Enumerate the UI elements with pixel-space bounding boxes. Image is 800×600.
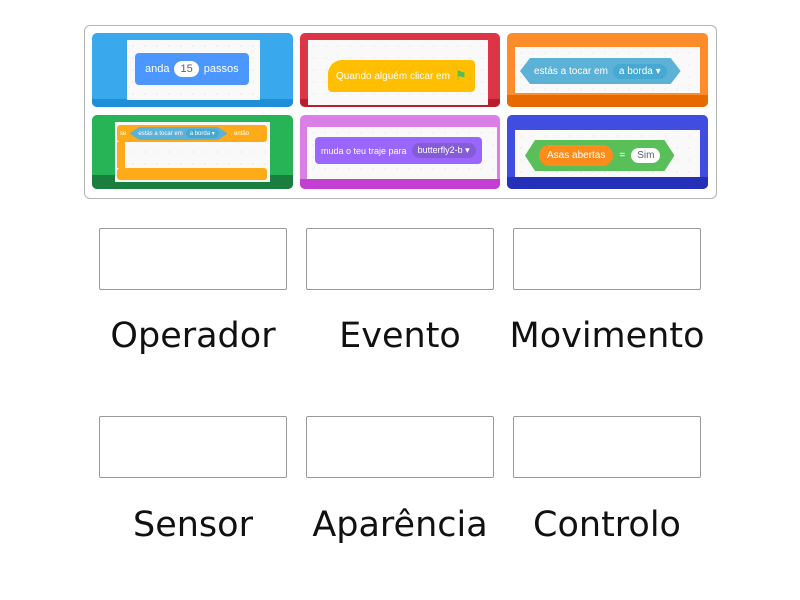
category-label: Movimento bbox=[509, 316, 705, 356]
green-flag-icon: ⚑ bbox=[454, 68, 467, 83]
block-text: Quando alguém clicar em bbox=[336, 70, 450, 82]
block-text: se bbox=[120, 130, 127, 137]
tile-control-block[interactable]: se estás a tocar em a borda ▾ , então bbox=[92, 115, 293, 189]
variable-reporter: Asas abertas bbox=[539, 145, 613, 166]
tile-operator-block[interactable]: Asas abertas = Sim bbox=[507, 115, 708, 189]
category-label: Evento bbox=[339, 316, 461, 356]
drop-zone-evento[interactable] bbox=[306, 228, 494, 290]
category-label: Aparência bbox=[312, 505, 488, 545]
block-text: muda o teu traje para bbox=[321, 145, 407, 156]
block-text: , então bbox=[230, 130, 250, 137]
tile-event-block[interactable]: Quando alguém clicar em ⚑ bbox=[300, 33, 500, 107]
block-text: estás a tocar em bbox=[534, 65, 608, 77]
drop-zone-movimento[interactable] bbox=[513, 228, 701, 290]
drop-zone-aparencia[interactable] bbox=[306, 416, 494, 478]
drop-zone-sensor[interactable] bbox=[99, 416, 287, 478]
dropdown-value: a borda bbox=[618, 65, 653, 77]
tile-looks-block[interactable]: muda o teu traje para butterfly2-b ▾ bbox=[300, 115, 500, 189]
value-input: 15 bbox=[174, 61, 199, 77]
block-text: estás a tocar em bbox=[138, 130, 183, 137]
category-label: Sensor bbox=[133, 505, 253, 545]
category-label: Controlo bbox=[533, 505, 681, 545]
drop-zone-controlo[interactable] bbox=[513, 416, 701, 478]
block-text: anda bbox=[145, 63, 170, 75]
operator-symbol: = bbox=[619, 150, 626, 161]
tile-sensing-block[interactable]: estás a tocar em a borda ▾ bbox=[507, 33, 708, 107]
value-input: Sim bbox=[631, 148, 660, 163]
dropdown-value: butterfly2-b bbox=[417, 145, 463, 155]
tile-motion-block[interactable]: anda 15 passos bbox=[92, 33, 293, 107]
block-text: passos bbox=[203, 63, 239, 75]
drop-zone-operador[interactable] bbox=[99, 228, 287, 290]
dropdown-value: a borda bbox=[189, 131, 211, 137]
category-label: Operador bbox=[110, 316, 276, 356]
